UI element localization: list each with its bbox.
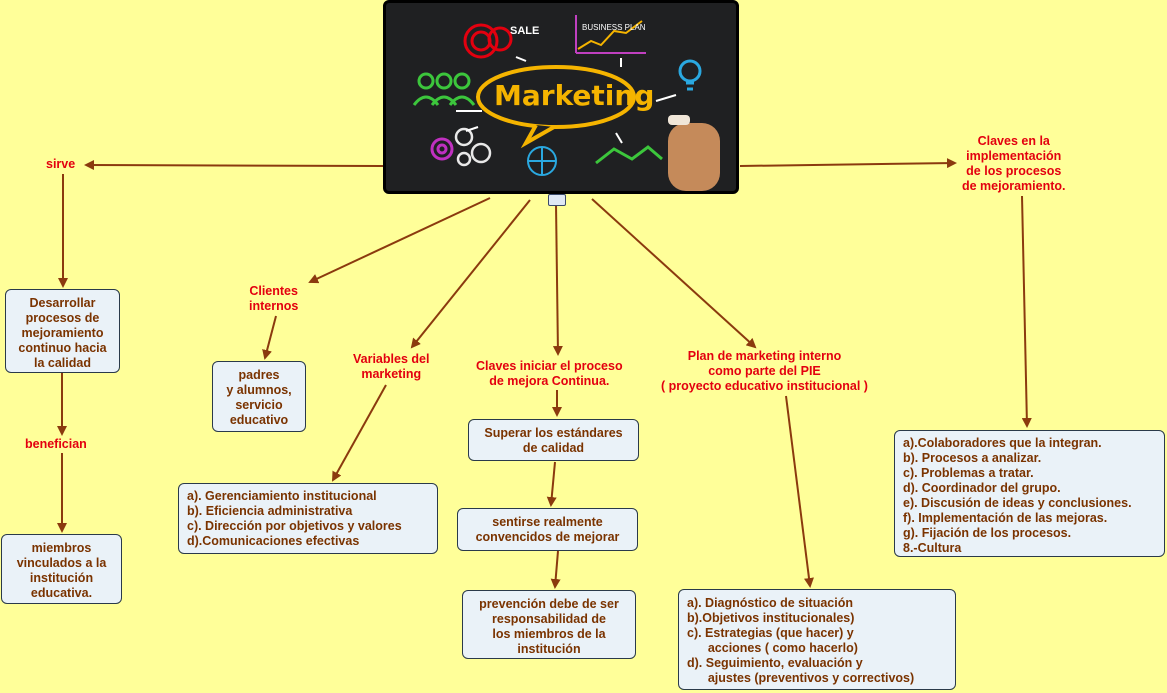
label-claves-implementacion: Claves en la implementación de los proce… — [962, 134, 1066, 193]
box-padres[interactable]: padres y alumnos, servicio educativo — [212, 361, 306, 432]
hand-chalk-icon — [668, 115, 720, 191]
marketing-bubble — [476, 65, 636, 129]
gears-icon — [430, 137, 454, 161]
arrow-variables-to-list — [332, 384, 387, 482]
arrow-image-to-sirve — [84, 160, 384, 171]
image-attachment-icon[interactable] — [548, 194, 566, 206]
arrow-image-to-claves-impl — [739, 158, 957, 169]
box-desarrollar[interactable]: Desarrollar procesos de mejoramiento con… — [5, 289, 120, 373]
box-plan-list[interactable]: a). Diagnóstico de situación b).Objetivo… — [678, 589, 956, 690]
arrow-sentirse-to-prevencion — [550, 550, 561, 589]
label-plan-marketing: Plan de marketing interno como parte del… — [661, 349, 868, 393]
label-variables-marketing: Variables del marketing — [353, 352, 430, 381]
sale-target-icon — [463, 23, 513, 59]
label-sirve: sirve — [46, 157, 76, 171]
sale-text: SALE — [510, 25, 540, 37]
arrow-plan-to-list — [785, 395, 814, 588]
box-miembros[interactable]: miembros vinculados a la institución edu… — [1, 534, 122, 604]
business-plan-chart-icon — [575, 15, 646, 54]
business-plan-text: BUSINESS PLAN — [582, 23, 646, 32]
box-sentirse[interactable]: sentirse realmente convencidos de mejora… — [457, 508, 638, 551]
label-claves-iniciar: Claves iniciar el proceso de mejora Cont… — [476, 359, 623, 388]
bubble-tail — [520, 124, 555, 149]
marketing-chalkboard-image: Marketing SALE BUSINESS PLAN — [383, 0, 739, 194]
arrow-superar-to-sentirse — [546, 461, 557, 507]
box-claves-implementacion-list[interactable]: a).Colaboradores que la integran. b). Pr… — [894, 430, 1165, 557]
arrow-image-to-claves-iniciar — [552, 203, 563, 356]
chalkboard-illustration — [412, 15, 720, 191]
box-prevencion[interactable]: prevención debe de ser responsabilidad d… — [462, 590, 636, 659]
marketing-title: Marketing — [494, 79, 655, 112]
arrow-image-to-variables — [410, 199, 531, 349]
arrow-clientes-to-padres — [262, 315, 277, 360]
label-benefician: benefician — [25, 437, 87, 451]
arrow-image-to-plan — [591, 198, 757, 349]
handshake-icon — [595, 145, 663, 165]
lightbulb-icon — [678, 59, 702, 91]
box-variables-list[interactable]: a). Gerenciamiento institucional b). Efi… — [178, 483, 438, 554]
people-icon — [412, 72, 476, 106]
box-superar[interactable]: Superar los estándares de calidad — [468, 419, 639, 461]
arrow-claves-impl-to-list — [1021, 195, 1032, 428]
label-clientes-internos: Clientes internos — [249, 284, 299, 313]
arrow-image-to-clientes — [308, 197, 491, 284]
pie-chart-icon — [527, 146, 557, 176]
